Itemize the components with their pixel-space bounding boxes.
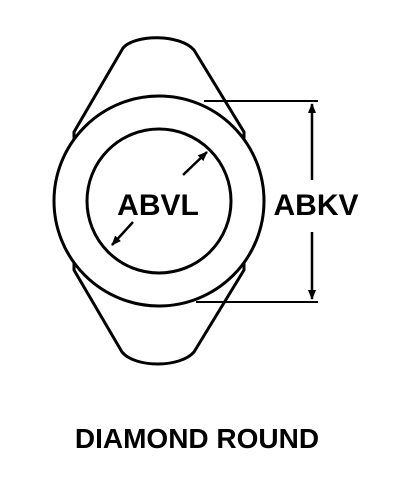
inner-dimension-label: ABVL	[117, 189, 199, 222]
diagram-caption: DIAMOND ROUND	[75, 423, 319, 454]
inner-dimension-arrow-upper	[182, 151, 208, 176]
outer-dimension-label: ABKV	[273, 189, 358, 222]
inner-dimension-arrow-lower	[111, 221, 134, 246]
